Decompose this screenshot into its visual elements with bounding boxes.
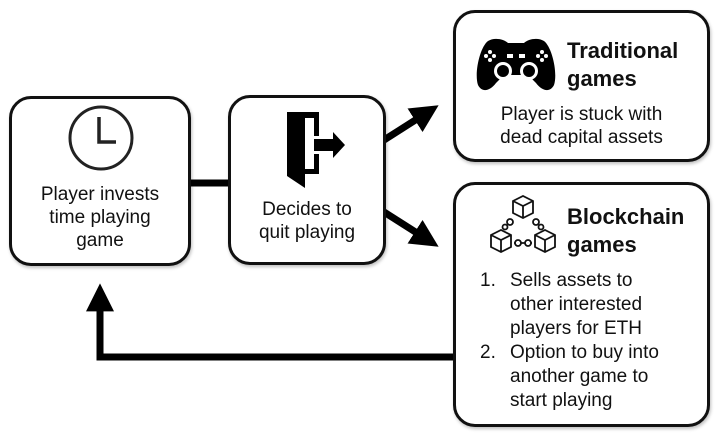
invest-label-line: time playing: [49, 207, 151, 228]
list-item-number: 2.: [480, 342, 496, 363]
node-blockchain: Blockchain games 1. Sells assets to othe…: [453, 182, 710, 427]
invest-label-line: Player invests: [40, 184, 160, 205]
traditional-title-line: games: [567, 66, 637, 91]
list-item: 1. Sells assets to other interested play…: [480, 269, 659, 341]
edge-quit-to-blockchain: [382, 209, 439, 247]
blockchain-title-line: games: [567, 232, 637, 257]
traditional-label-line: dead capital assets: [500, 127, 663, 148]
list-item-line: Sells assets to: [510, 270, 633, 291]
traditional-label-line: Player is stuck with: [500, 104, 663, 125]
gamepad-icon: [476, 38, 556, 91]
exit-door-icon: [287, 112, 345, 188]
blockchain-title-line: Blockchain: [567, 204, 685, 229]
list-item-line: start playing: [510, 390, 613, 411]
list-item-number: 1.: [480, 270, 496, 291]
node-traditional: Traditional games Player is stuck with d…: [453, 10, 710, 162]
list-item-line: players for ETH: [510, 318, 642, 339]
invest-label-line: game: [76, 230, 124, 251]
quit-label-line: Decides to: [262, 199, 352, 220]
quit-label-line: quit playing: [258, 222, 356, 243]
clock-icon: [68, 105, 134, 171]
traditional-title-line: Traditional: [567, 38, 679, 63]
blockchain-outcomes-list: 1. Sells assets to other interested play…: [480, 269, 659, 413]
edge-quit-to-traditional: [382, 105, 439, 143]
node-quit: Decides to quit playing: [228, 95, 386, 265]
list-item: 2. Option to buy into another game to st…: [480, 341, 659, 413]
list-item-line: other interested: [510, 294, 643, 315]
list-item-line: Option to buy into: [510, 342, 659, 363]
edge-blockchain-to-invest: [86, 283, 456, 361]
blockchain-icon: [490, 195, 556, 254]
node-invest: Player invests time playing game: [9, 96, 191, 266]
list-item-line: another game to: [510, 366, 649, 387]
